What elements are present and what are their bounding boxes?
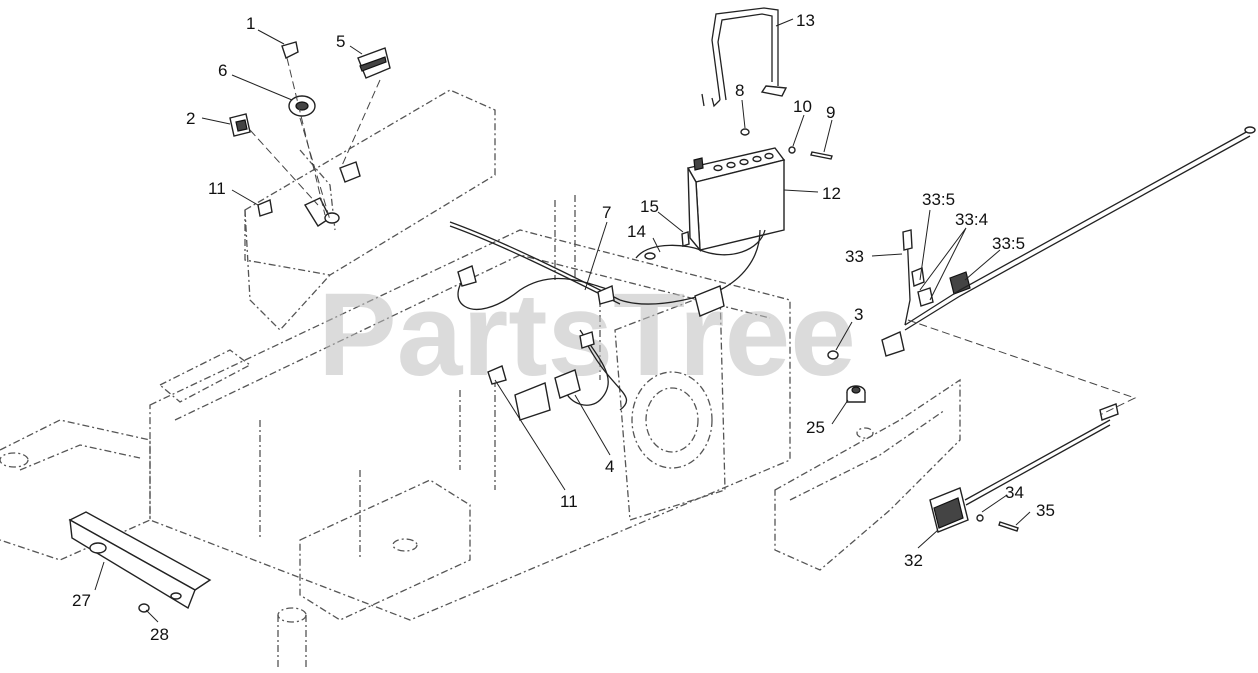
part-10-washer <box>788 146 796 154</box>
callout-3: 3 <box>854 305 863 324</box>
callout-25: 25 <box>806 418 825 437</box>
part-6-ring <box>288 95 316 117</box>
callout-33-5-right: 33:5 <box>992 234 1025 253</box>
callout-32: 32 <box>904 551 923 570</box>
callout-7: 7 <box>602 203 611 222</box>
callout-1: 1 <box>246 14 255 33</box>
part-11-connector-lower <box>487 365 507 385</box>
part-9-bolt <box>810 151 833 160</box>
vent-grille <box>158 349 252 403</box>
callout-10: 10 <box>793 97 812 116</box>
callout-33-4: 33:4 <box>955 210 988 229</box>
part-13-hold-down-rod <box>701 7 788 108</box>
callout-11-upper: 11 <box>208 179 226 198</box>
part-33-switch-harness <box>881 126 1256 357</box>
part-12-battery <box>686 147 786 253</box>
part-4-relay <box>514 369 581 421</box>
part-32-controller <box>929 403 1119 533</box>
part-8-nut <box>740 128 750 136</box>
part-1-knob <box>281 41 299 59</box>
dashed-leaders <box>249 57 1137 416</box>
callout-12: 12 <box>822 184 841 203</box>
mower-frame <box>0 89 961 670</box>
leader-lines <box>94 18 1031 623</box>
part-25-indicator <box>846 385 866 403</box>
callout-8: 8 <box>735 81 744 100</box>
part-2-switch <box>229 113 251 137</box>
part-35-screw <box>998 521 1019 532</box>
callout-28: 28 <box>150 625 169 644</box>
callout-33-5-left: 33:5 <box>922 190 955 209</box>
callout-15: 15 <box>640 197 659 216</box>
callout-4: 4 <box>605 457 614 476</box>
callout-5: 5 <box>336 32 345 51</box>
callout-27: 27 <box>72 591 91 610</box>
callout-labels: 1 5 6 2 11 13 8 10 9 12 7 15 14 33:5 33:… <box>72 11 1055 644</box>
part-14-cable <box>635 229 766 260</box>
callout-6: 6 <box>218 61 227 80</box>
callout-14: 14 <box>627 222 646 241</box>
callout-11-lower: 11 <box>560 492 578 511</box>
part-15-bolt <box>681 231 690 247</box>
callout-35: 35 <box>1036 501 1055 520</box>
part-5-switch-cover <box>357 47 391 79</box>
part-11-connector-upper <box>257 199 273 217</box>
callout-34: 34 <box>1005 483 1024 502</box>
console-controls <box>303 161 361 227</box>
part-34-washer <box>976 514 984 522</box>
callout-9: 9 <box>826 103 835 122</box>
part-27-bracket <box>68 511 212 610</box>
part-3-fastener <box>827 350 839 360</box>
callout-13: 13 <box>796 11 815 30</box>
callout-2: 2 <box>186 109 195 128</box>
callout-33: 33 <box>845 247 864 266</box>
battery-cells <box>713 152 774 172</box>
part-7-wiring-harness <box>449 221 761 411</box>
